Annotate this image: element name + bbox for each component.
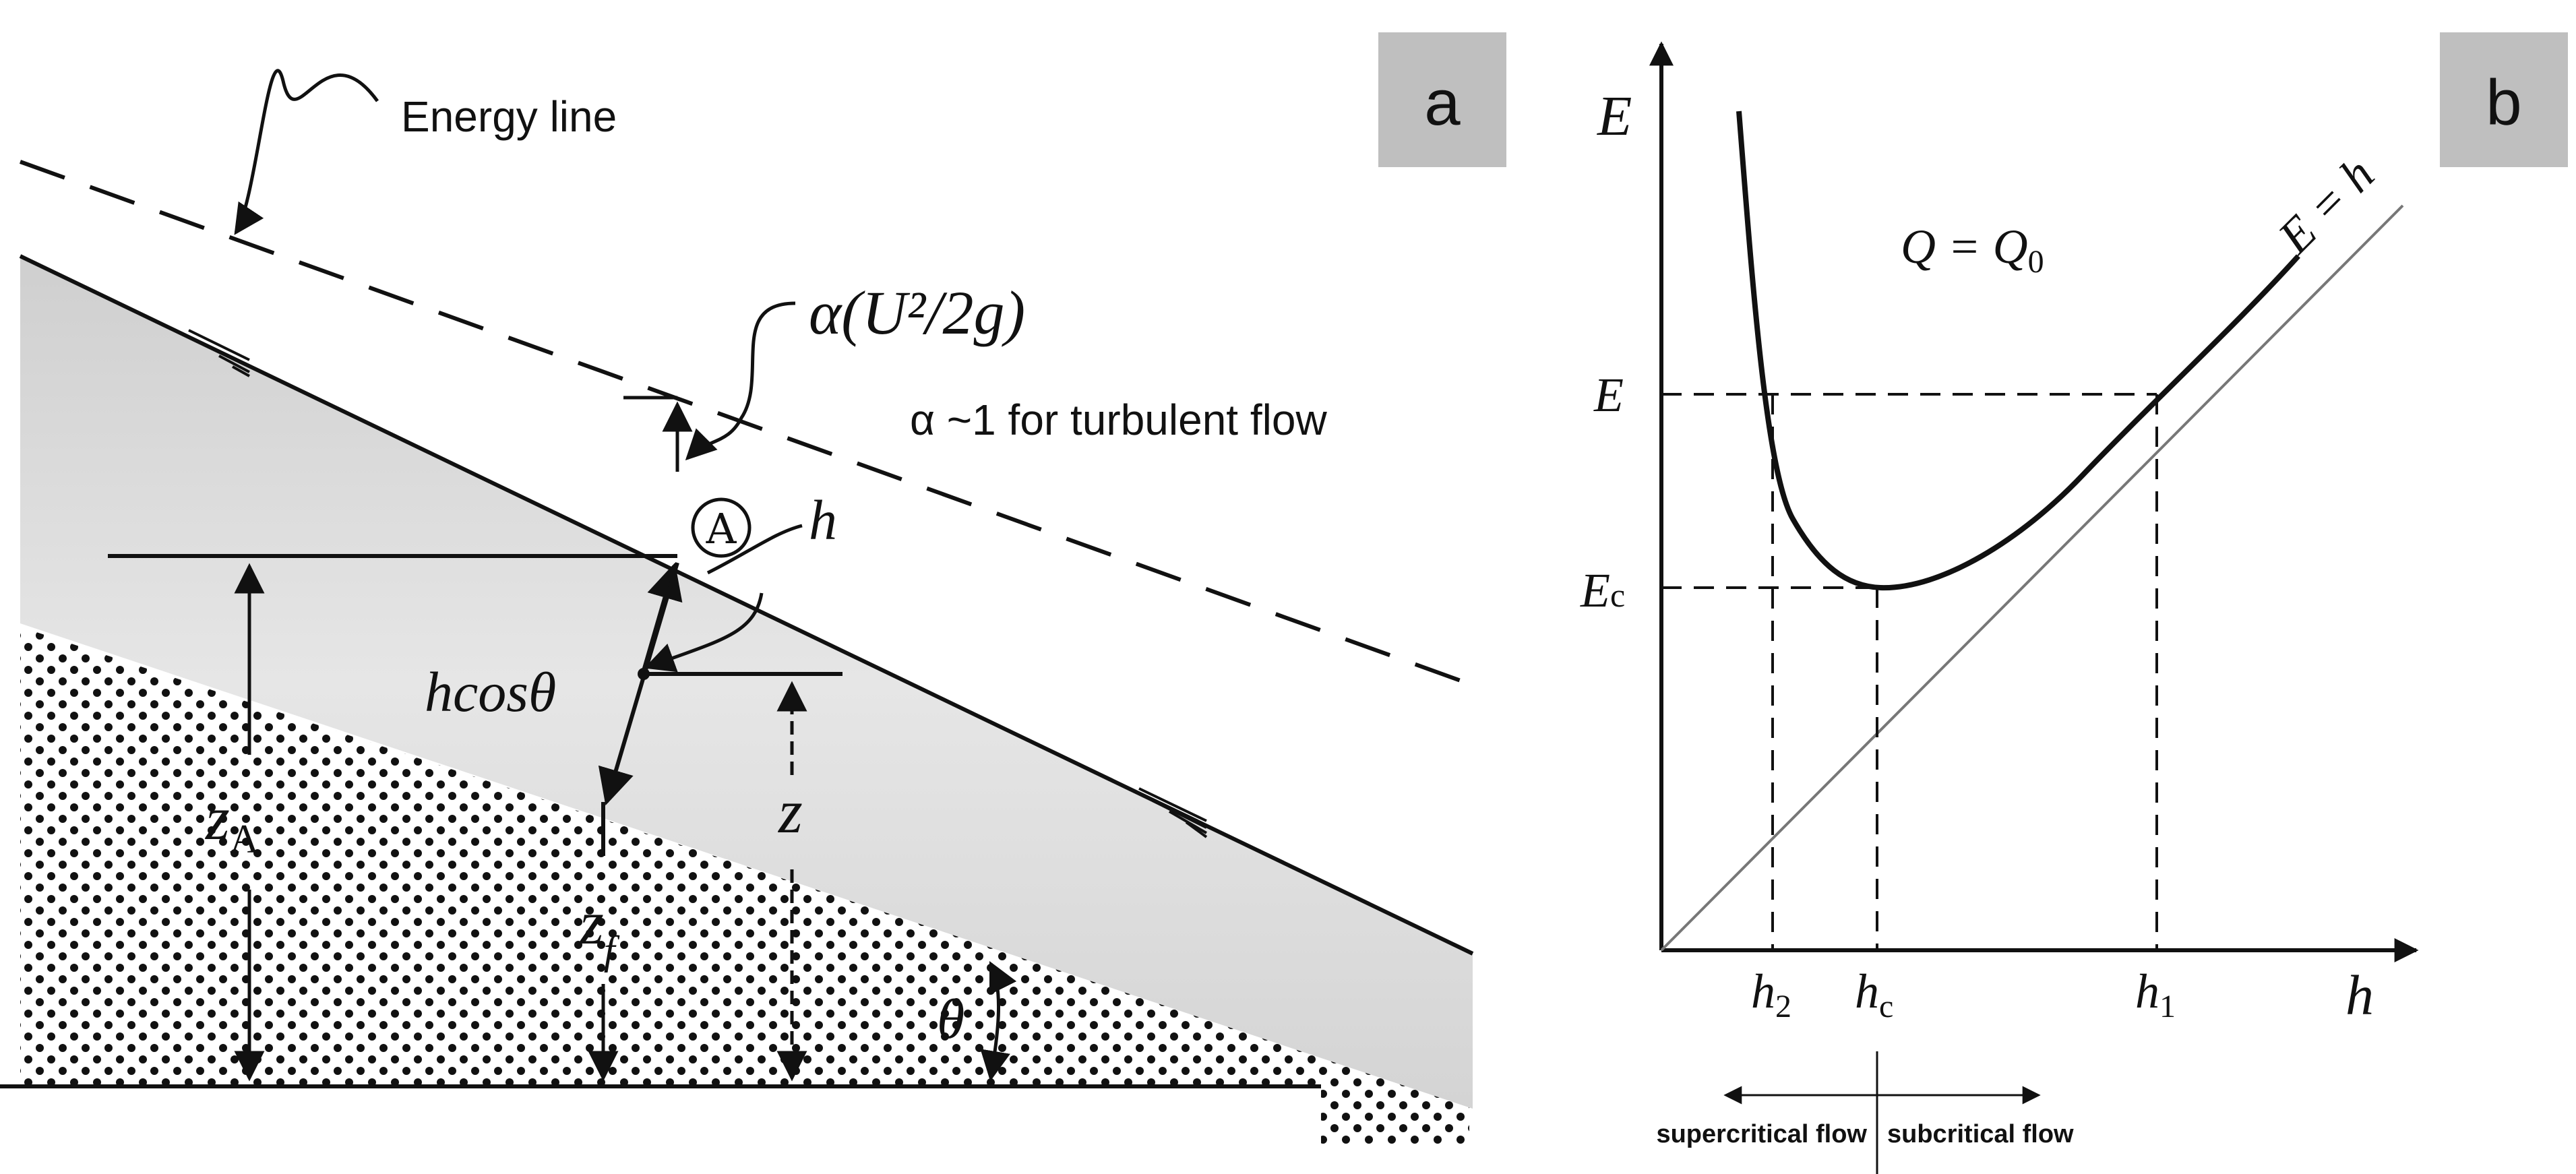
e-equals-h-line [1660, 204, 2404, 952]
h1-tick-label: h1 [2135, 964, 2176, 1024]
theta-arc [980, 960, 1017, 1082]
depth-pointer [706, 524, 803, 575]
water-body [20, 256, 1473, 1109]
ec-tick-label: Ec [1580, 563, 1625, 617]
vertical-depth-arrow [598, 562, 679, 806]
y-axis-label: E [1597, 85, 1632, 148]
energy-line-label: Energy line [401, 92, 617, 141]
x-axis-label: h [2345, 964, 2374, 1027]
e-equals-h-label: E = h [2267, 147, 2385, 264]
panel-a: Energy line α(U²/2g) α ~1 for turbulent … [0, 32, 1506, 1174]
alpha-note: α ~1 for turbulent flow [910, 396, 1327, 444]
energy-line-pointer [234, 69, 379, 235]
panel-a-tag: a [1424, 67, 1461, 139]
curve-label: Q = Q0 [1901, 220, 2044, 280]
za-label: zA [204, 784, 259, 861]
water-level-symbol-right [1138, 787, 1208, 838]
e-tick-label: E [1593, 368, 1624, 422]
hc-tick-label: hc [1855, 964, 1893, 1024]
water-level-symbol-left [188, 329, 250, 377]
panel-b: E h E = h E Ec h2 hc h1 Q = Q0 supercrit… [1580, 32, 2568, 1174]
velocity-head-label: α(U²/2g) [809, 278, 1025, 347]
z-label: z [777, 777, 803, 846]
specific-energy-curve [1736, 111, 2300, 591]
panel-a-tag-box [1378, 32, 1506, 167]
supercritical-label: supercritical flow [1656, 1120, 1867, 1148]
h2-tick-label: h2 [1751, 964, 1791, 1024]
panel-b-tag: b [2486, 67, 2521, 139]
subcritical-label: subcritical flow [1887, 1120, 2074, 1148]
energy-line [19, 160, 1481, 689]
hcos-label: hcosθ [425, 661, 556, 724]
depth-curve-arrow [644, 592, 764, 673]
panel-b-tag-box [2440, 32, 2568, 167]
point-a-label: A [706, 504, 737, 553]
depth-label: h [809, 489, 837, 552]
theta-label: θ [937, 988, 964, 1051]
point-a-marker [691, 497, 752, 558]
velocity-head-pointer [685, 301, 796, 461]
water-surface [19, 254, 1474, 956]
channel-bed [20, 627, 1469, 1146]
